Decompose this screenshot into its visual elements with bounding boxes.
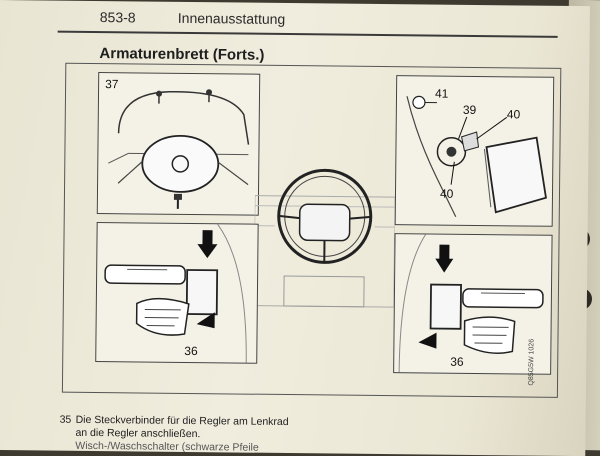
airbag-connector-drawing <box>406 95 547 218</box>
illustration-right-stalk-switch: 36 <box>393 233 553 375</box>
section-title: Innenausstattung <box>177 9 286 27</box>
illustration-airbag-connector: 41 39 40 40 <box>394 75 555 227</box>
callout-40-lower: 40 <box>439 186 454 201</box>
callout-37: 37 <box>105 77 119 92</box>
illustration-left-stalk-switch: 36 <box>95 222 259 364</box>
callout-39: 39 <box>462 102 477 117</box>
callout-36-left: 36 <box>184 343 198 359</box>
illustration-airbag-removal: 37 <box>96 72 261 216</box>
callout-41: 41 <box>434 86 449 101</box>
page-heading: Armaturenbrett (Forts.) <box>99 45 265 64</box>
step-line-3: Wisch-/Waschschalter (schwarze Pfeile <box>75 439 259 454</box>
step-line-1: Die Steckverbinder für die Regler am Len… <box>75 413 289 429</box>
illustration-frame: 37 41 39 40 40 <box>61 62 562 398</box>
callout-36-right: 36 <box>450 354 464 369</box>
steering-wheel-overview <box>253 168 396 308</box>
callout-40-upper: 40 <box>506 107 521 122</box>
step-number: 35 <box>59 413 72 426</box>
header-rule <box>57 30 558 38</box>
airbag-removal-drawing <box>108 89 250 209</box>
image-reference-code: Q85G5W 1026 <box>527 338 536 386</box>
page-number: 853-8 <box>99 9 136 26</box>
left-stalk-drawing <box>104 223 247 363</box>
right-stalk-drawing <box>398 234 544 373</box>
